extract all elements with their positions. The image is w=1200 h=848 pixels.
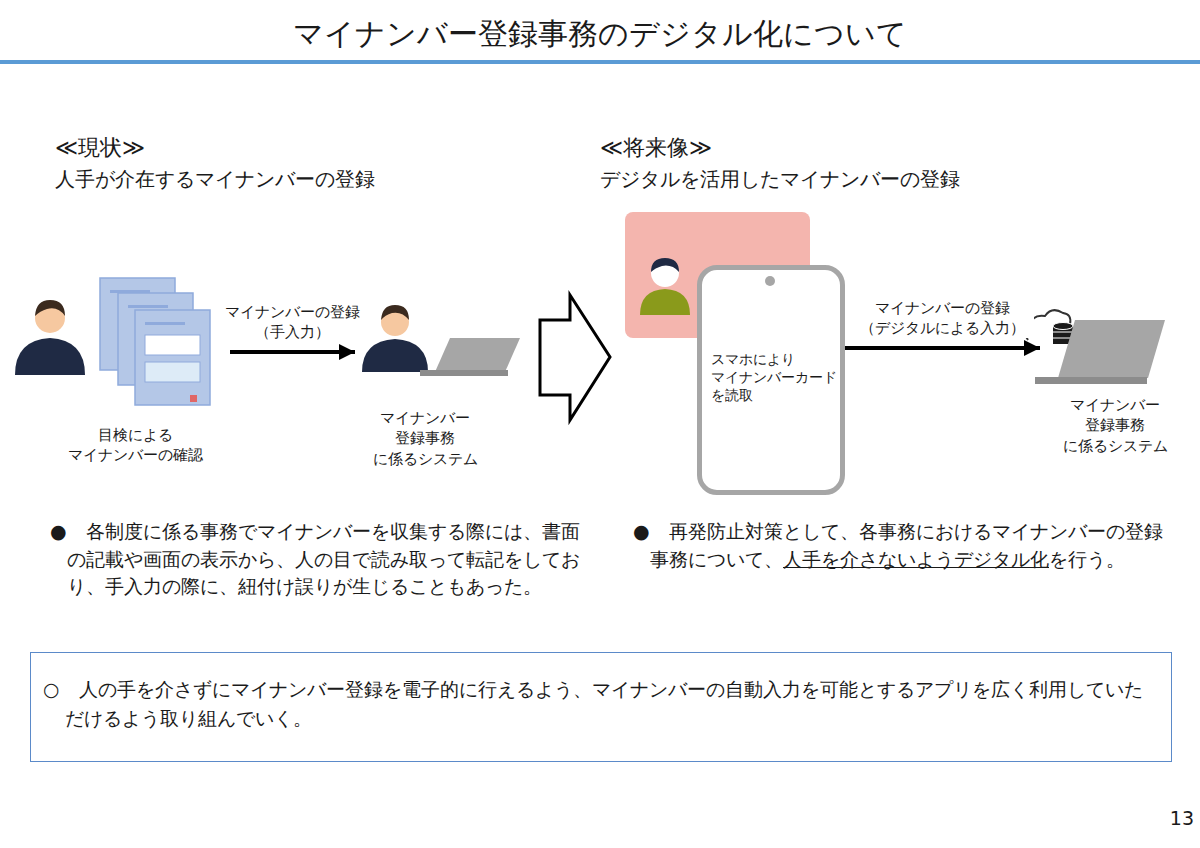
title-rule bbox=[0, 60, 1200, 64]
system-box: 目検による マイナンバーの確認 bbox=[40, 275, 230, 472]
bullet-emphasis: 人手を介さないようデジタル化 bbox=[783, 548, 1049, 570]
section-heading: ≪将来像≫ bbox=[600, 134, 900, 163]
node-text: ○ 人の手を介さずにマイナンバー登録を電子的に行えるよう、マイナンバーの自動入力… bbox=[43, 675, 1157, 732]
operator-icon bbox=[362, 305, 428, 372]
node-text: スマホにより マイナンバーカード を読取 bbox=[711, 350, 831, 405]
node-text: 目検による マイナンバーの確認 bbox=[65, 425, 205, 466]
edge-label: マイナンバーの登録 （手入力） bbox=[221, 303, 365, 342]
section-heading: ≪現状≫ bbox=[55, 134, 355, 163]
phone-box: スマホにより マイナンバーカード を読取 bbox=[697, 265, 845, 495]
laptop-icon bbox=[420, 338, 520, 376]
document-stack bbox=[100, 278, 210, 405]
section-subheading: 人手が介在するマイナンバーの登録 bbox=[55, 166, 515, 192]
system-box: マイナンバー 登録事務 に係るシステム bbox=[355, 300, 495, 475]
page-number: 13 bbox=[1160, 806, 1194, 831]
flow-arrow bbox=[230, 350, 355, 354]
person-icon bbox=[15, 300, 85, 375]
phone-camera bbox=[765, 276, 775, 286]
bullet-text: ● 各制度に係る事務でマイナンバーを収集する際には、書面の記載や画面の表示から、… bbox=[50, 518, 595, 601]
node-text: マイナンバー 登録事務 に係るシステム bbox=[365, 408, 485, 469]
card-person bbox=[640, 258, 690, 315]
system-box: マイナンバー 登録事務 に係るシステム bbox=[1040, 300, 1190, 465]
edge-label: マイナンバーの登録 （デジタルによる入力） bbox=[852, 299, 1034, 338]
bullet-text: を行う。 bbox=[1049, 548, 1125, 570]
node-text: マイナンバー 登録事務 に係るシステム bbox=[1050, 395, 1180, 456]
section-subheading: デジタルを活用したマイナンバーの登録 bbox=[600, 166, 1160, 192]
title: マイナンバー登録事務のデジタル化について bbox=[0, 14, 1200, 54]
flow-arrow bbox=[845, 346, 1040, 350]
bullet-paragraph: ● 再発防止対策として、各事務におけるマイナンバーの登録事務について、人手を介さ… bbox=[633, 518, 1175, 573]
transition-arrow bbox=[540, 295, 610, 420]
note-box: ○ 人の手を介さずにマイナンバー登録を電子的に行えるよう、マイナンバーの自動入力… bbox=[30, 652, 1172, 762]
laptop-icon bbox=[1035, 320, 1165, 384]
